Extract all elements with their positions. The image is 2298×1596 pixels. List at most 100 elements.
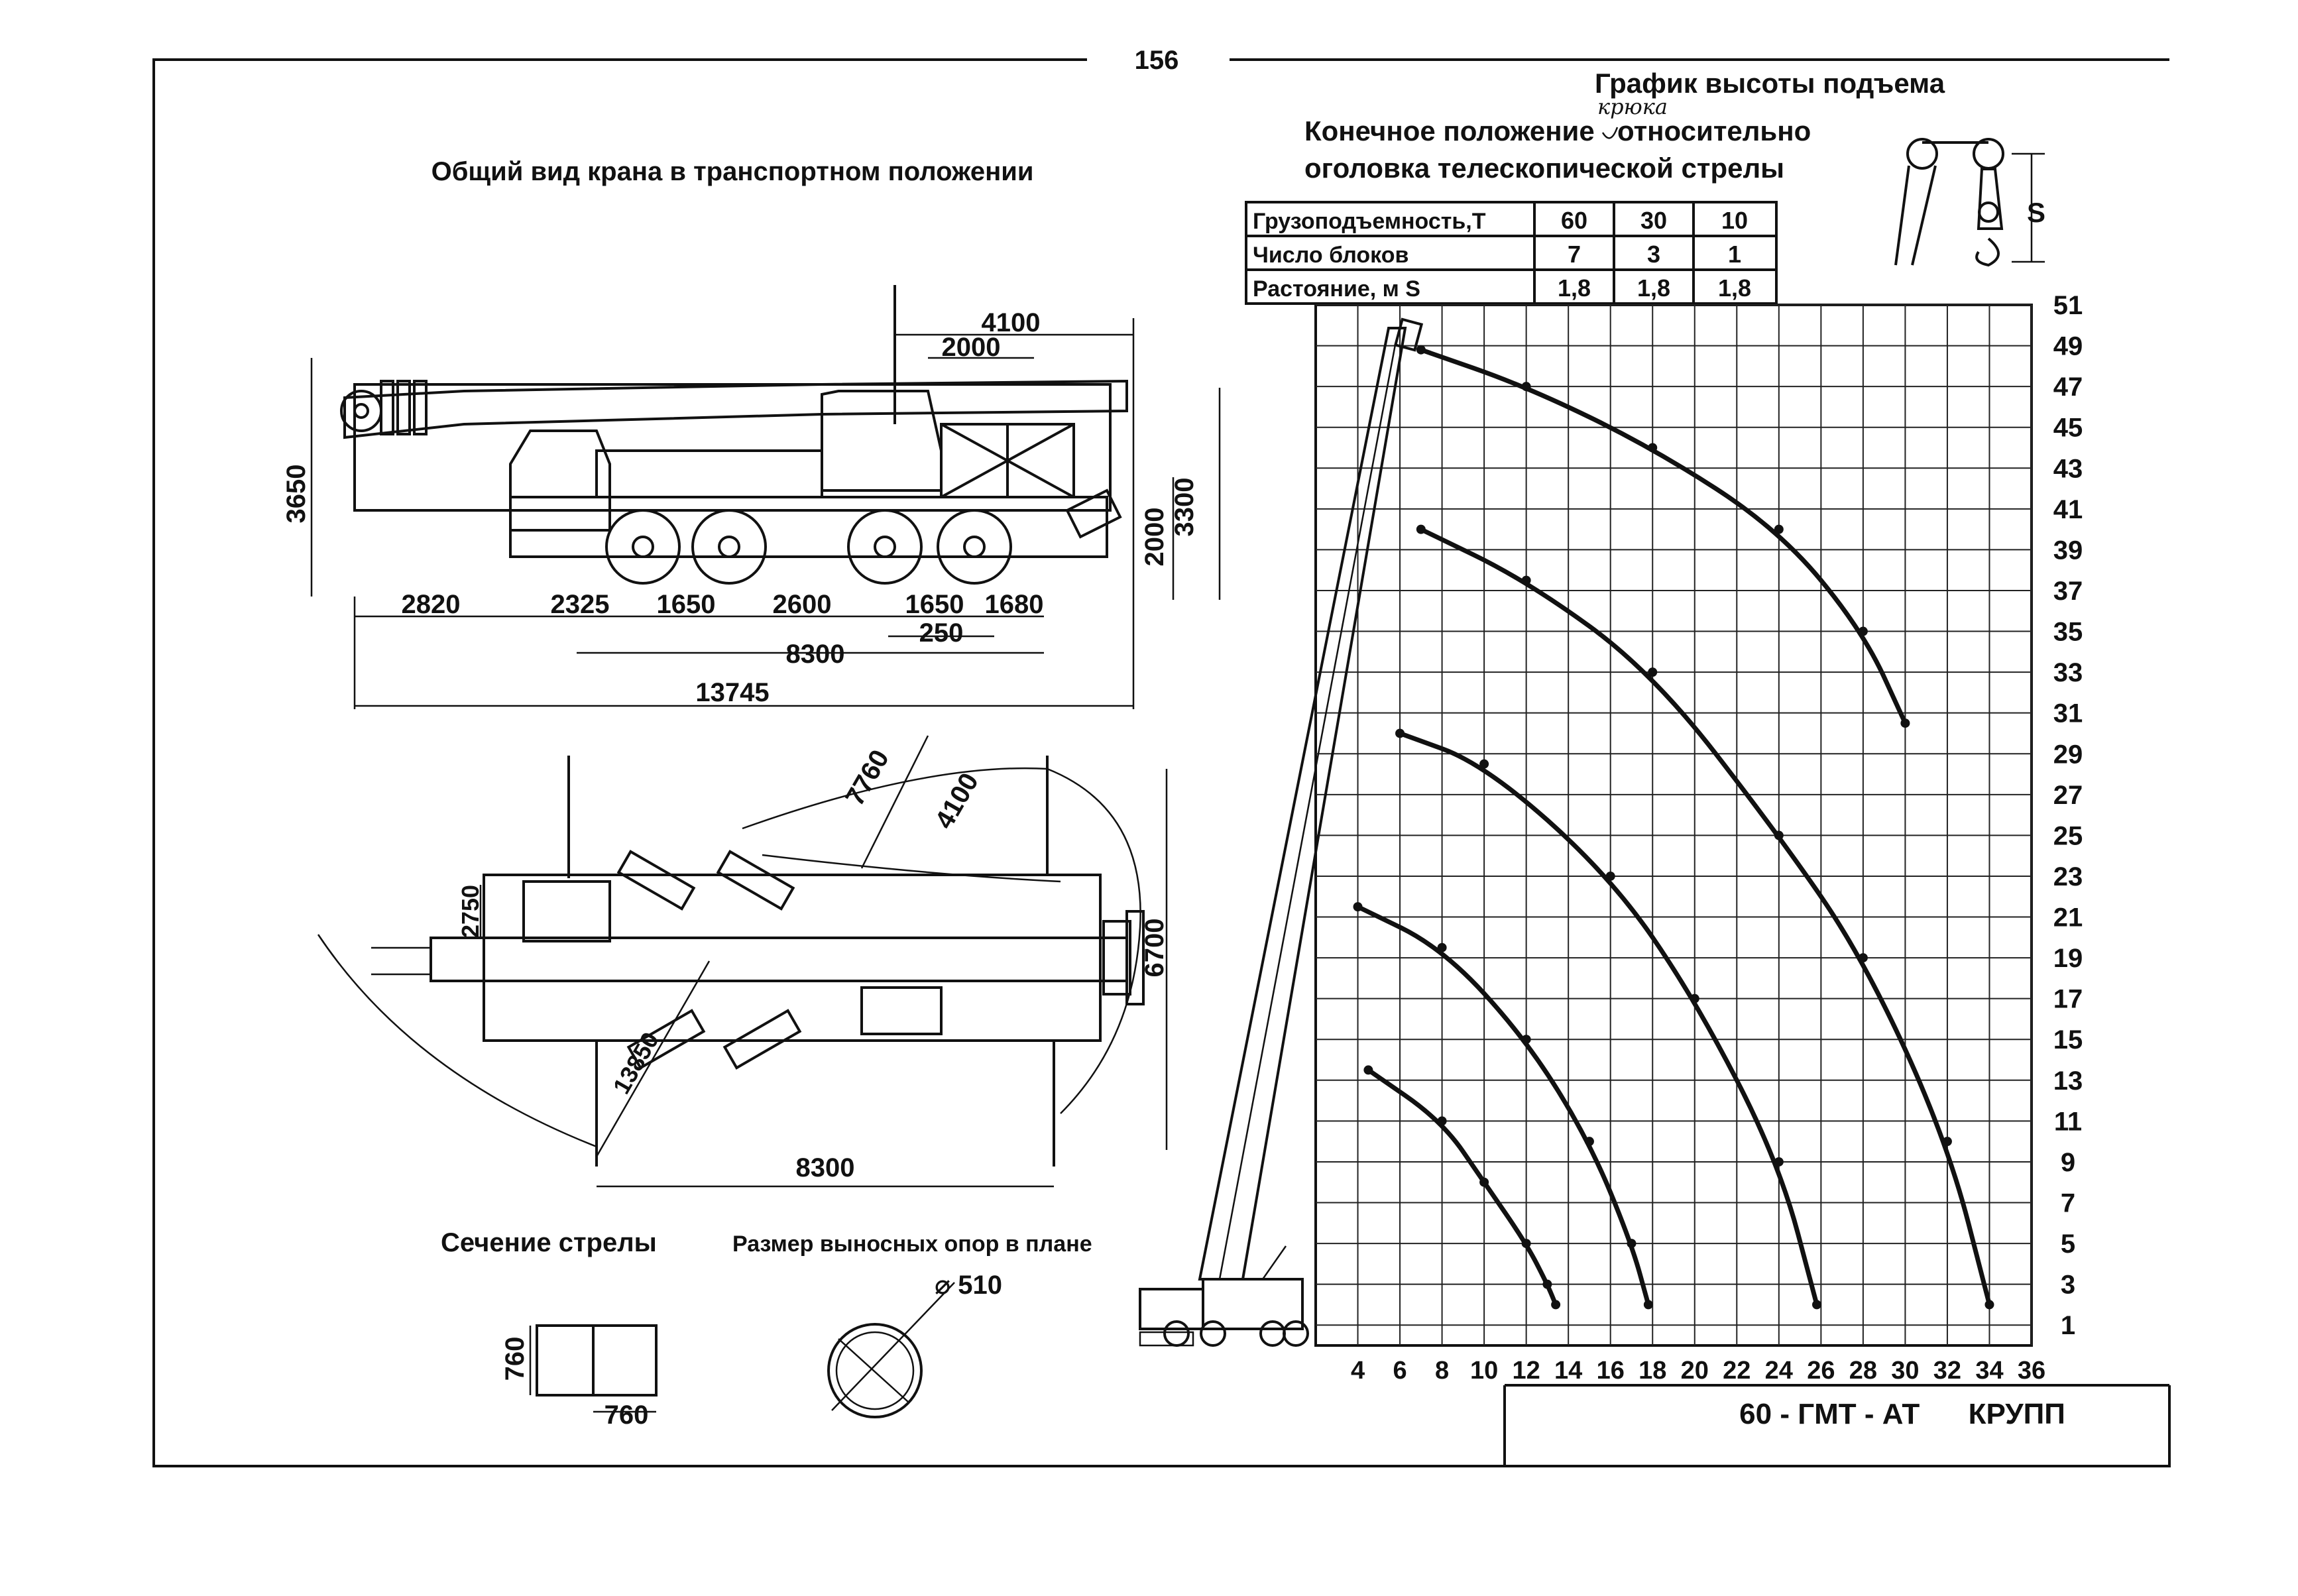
x-tick-label: 10 xyxy=(1470,1357,1498,1385)
outrigger-diameter: ⌀ 510 xyxy=(935,1271,1002,1300)
x-tick-label: 36 xyxy=(2018,1357,2045,1385)
dim-250: 250 xyxy=(919,618,964,648)
dim-2000-top: 2000 xyxy=(942,333,1001,362)
x-tick-label: 8 xyxy=(1435,1357,1449,1385)
x-tick-label: 6 xyxy=(1393,1357,1407,1385)
dim-8300-plan: 8300 xyxy=(796,1153,855,1182)
x-tick-label: 26 xyxy=(1807,1357,1835,1385)
y-tick-label: 7 xyxy=(2061,1189,2075,1218)
curve-point xyxy=(1542,1279,1552,1289)
dim-2600: 2600 xyxy=(773,590,832,619)
y-tick-label: 25 xyxy=(2053,821,2083,850)
dim-3650: 3650 xyxy=(282,465,311,524)
curve-point xyxy=(1774,830,1784,840)
x-tick-label: 16 xyxy=(1597,1357,1625,1385)
x-tick-label: 12 xyxy=(1513,1357,1540,1385)
table-row-label-distance: Растояние, м S xyxy=(1253,276,1420,302)
y-tick-label: 43 xyxy=(2053,454,2083,483)
wheel xyxy=(847,509,923,585)
crane-boom-sketch xyxy=(1139,317,1424,1347)
dim-6700: 6700 xyxy=(1140,919,1169,978)
dim-2750: 2750 xyxy=(457,885,484,938)
dim-1650-a: 1650 xyxy=(657,590,716,619)
table-cell-blocks-1: 1 xyxy=(1728,241,1741,268)
curve-point xyxy=(1363,1065,1373,1075)
y-tick-label: 17 xyxy=(2053,985,2083,1014)
hook-height-curve xyxy=(1397,730,1819,1307)
table-cell-distance-a: 1,8 xyxy=(1558,274,1591,302)
curve-point xyxy=(1648,443,1658,453)
hook-height-curve xyxy=(1418,347,1908,726)
title-block-text: 60 - ГМТ - АТ КРУПП xyxy=(1739,1398,2065,1430)
curve-point xyxy=(1858,626,1868,636)
handwritten-insert: крюка xyxy=(1597,94,1668,119)
x-tick-label: 32 xyxy=(1933,1357,1961,1385)
curve-point xyxy=(1521,1239,1531,1249)
curve-point xyxy=(1942,1137,1952,1147)
page-frame xyxy=(152,58,2171,1467)
curve-point xyxy=(1984,1300,1994,1310)
y-tick-label: 45 xyxy=(2053,414,2083,443)
table-row-label-capacity: Грузоподъемность,Т xyxy=(1253,209,1486,234)
curve-point xyxy=(1690,994,1699,1003)
y-tick-label: 31 xyxy=(2053,699,2083,728)
y-tick-label: 13 xyxy=(2053,1066,2083,1096)
curve-point xyxy=(1584,1137,1594,1147)
curve-point xyxy=(1551,1300,1561,1310)
crane-plan-view xyxy=(317,735,1168,1188)
dim-13745: 13745 xyxy=(695,678,769,707)
curve-point xyxy=(1416,345,1426,355)
wheel xyxy=(937,509,1012,585)
y-tick-label: 3 xyxy=(2061,1271,2075,1300)
crane-side-view xyxy=(310,285,1221,709)
y-tick-label: 27 xyxy=(2053,781,2083,810)
insertion-mark xyxy=(1601,127,1619,139)
curve-point xyxy=(1479,759,1489,769)
curve-point xyxy=(1521,575,1531,585)
y-tick-label: 37 xyxy=(2053,577,2083,606)
y-tick-label: 21 xyxy=(2053,903,2083,933)
subtitle-line2: оголовка телескопической стрелы xyxy=(1304,152,1784,184)
curve-point xyxy=(1521,1035,1531,1045)
y-tick-label: 5 xyxy=(2061,1229,2075,1259)
dim-2325: 2325 xyxy=(551,590,610,619)
y-tick-label: 23 xyxy=(2053,862,2083,891)
dim-4100-plan: 4100 xyxy=(929,768,984,834)
curve-point xyxy=(1416,524,1426,534)
curve-point xyxy=(1648,667,1658,677)
curve-point xyxy=(1900,718,1910,728)
x-tick-label: 18 xyxy=(1638,1357,1666,1385)
curve-point xyxy=(1395,728,1405,738)
table-cell-capacity-60: 60 xyxy=(1561,207,1587,234)
y-tick-label: 1 xyxy=(2061,1311,2075,1340)
dim-4100-top: 4100 xyxy=(982,308,1041,337)
curve-point xyxy=(1627,1239,1637,1249)
general-view-title: Общий вид крана в транспортном положении xyxy=(431,157,1034,186)
hook-height-curve xyxy=(1365,1067,1558,1307)
dim-1650-b: 1650 xyxy=(905,590,964,619)
table-cell-blocks-7: 7 xyxy=(1568,241,1581,268)
table-cell-distance-b: 1,8 xyxy=(1637,274,1670,302)
curve-point xyxy=(1605,871,1615,881)
x-tick-label: 22 xyxy=(1723,1357,1751,1385)
x-tick-label: 34 xyxy=(1975,1357,2003,1385)
x-tick-label: 24 xyxy=(1765,1357,1793,1385)
y-tick-label: 51 xyxy=(2053,291,2083,320)
hook-block-icon xyxy=(1894,138,2045,267)
y-tick-label: 39 xyxy=(2053,536,2083,565)
dim-2000-vertical: 2000 xyxy=(1140,508,1169,567)
dim-1680: 1680 xyxy=(985,590,1044,619)
table-cell-blocks-3: 3 xyxy=(1647,241,1660,268)
dim-3300: 3300 xyxy=(1170,478,1199,537)
curve-point xyxy=(1774,1157,1784,1167)
hook-height-curve xyxy=(1355,904,1651,1307)
y-tick-label: 41 xyxy=(2053,495,2083,524)
curve-point xyxy=(1774,524,1784,534)
curve-point xyxy=(1812,1300,1821,1310)
curve-point xyxy=(1643,1300,1653,1310)
table-cell-capacity-10: 10 xyxy=(1721,207,1748,234)
hook-distance-label: S xyxy=(2027,197,2045,228)
section-dim-width: 760 xyxy=(604,1400,649,1430)
